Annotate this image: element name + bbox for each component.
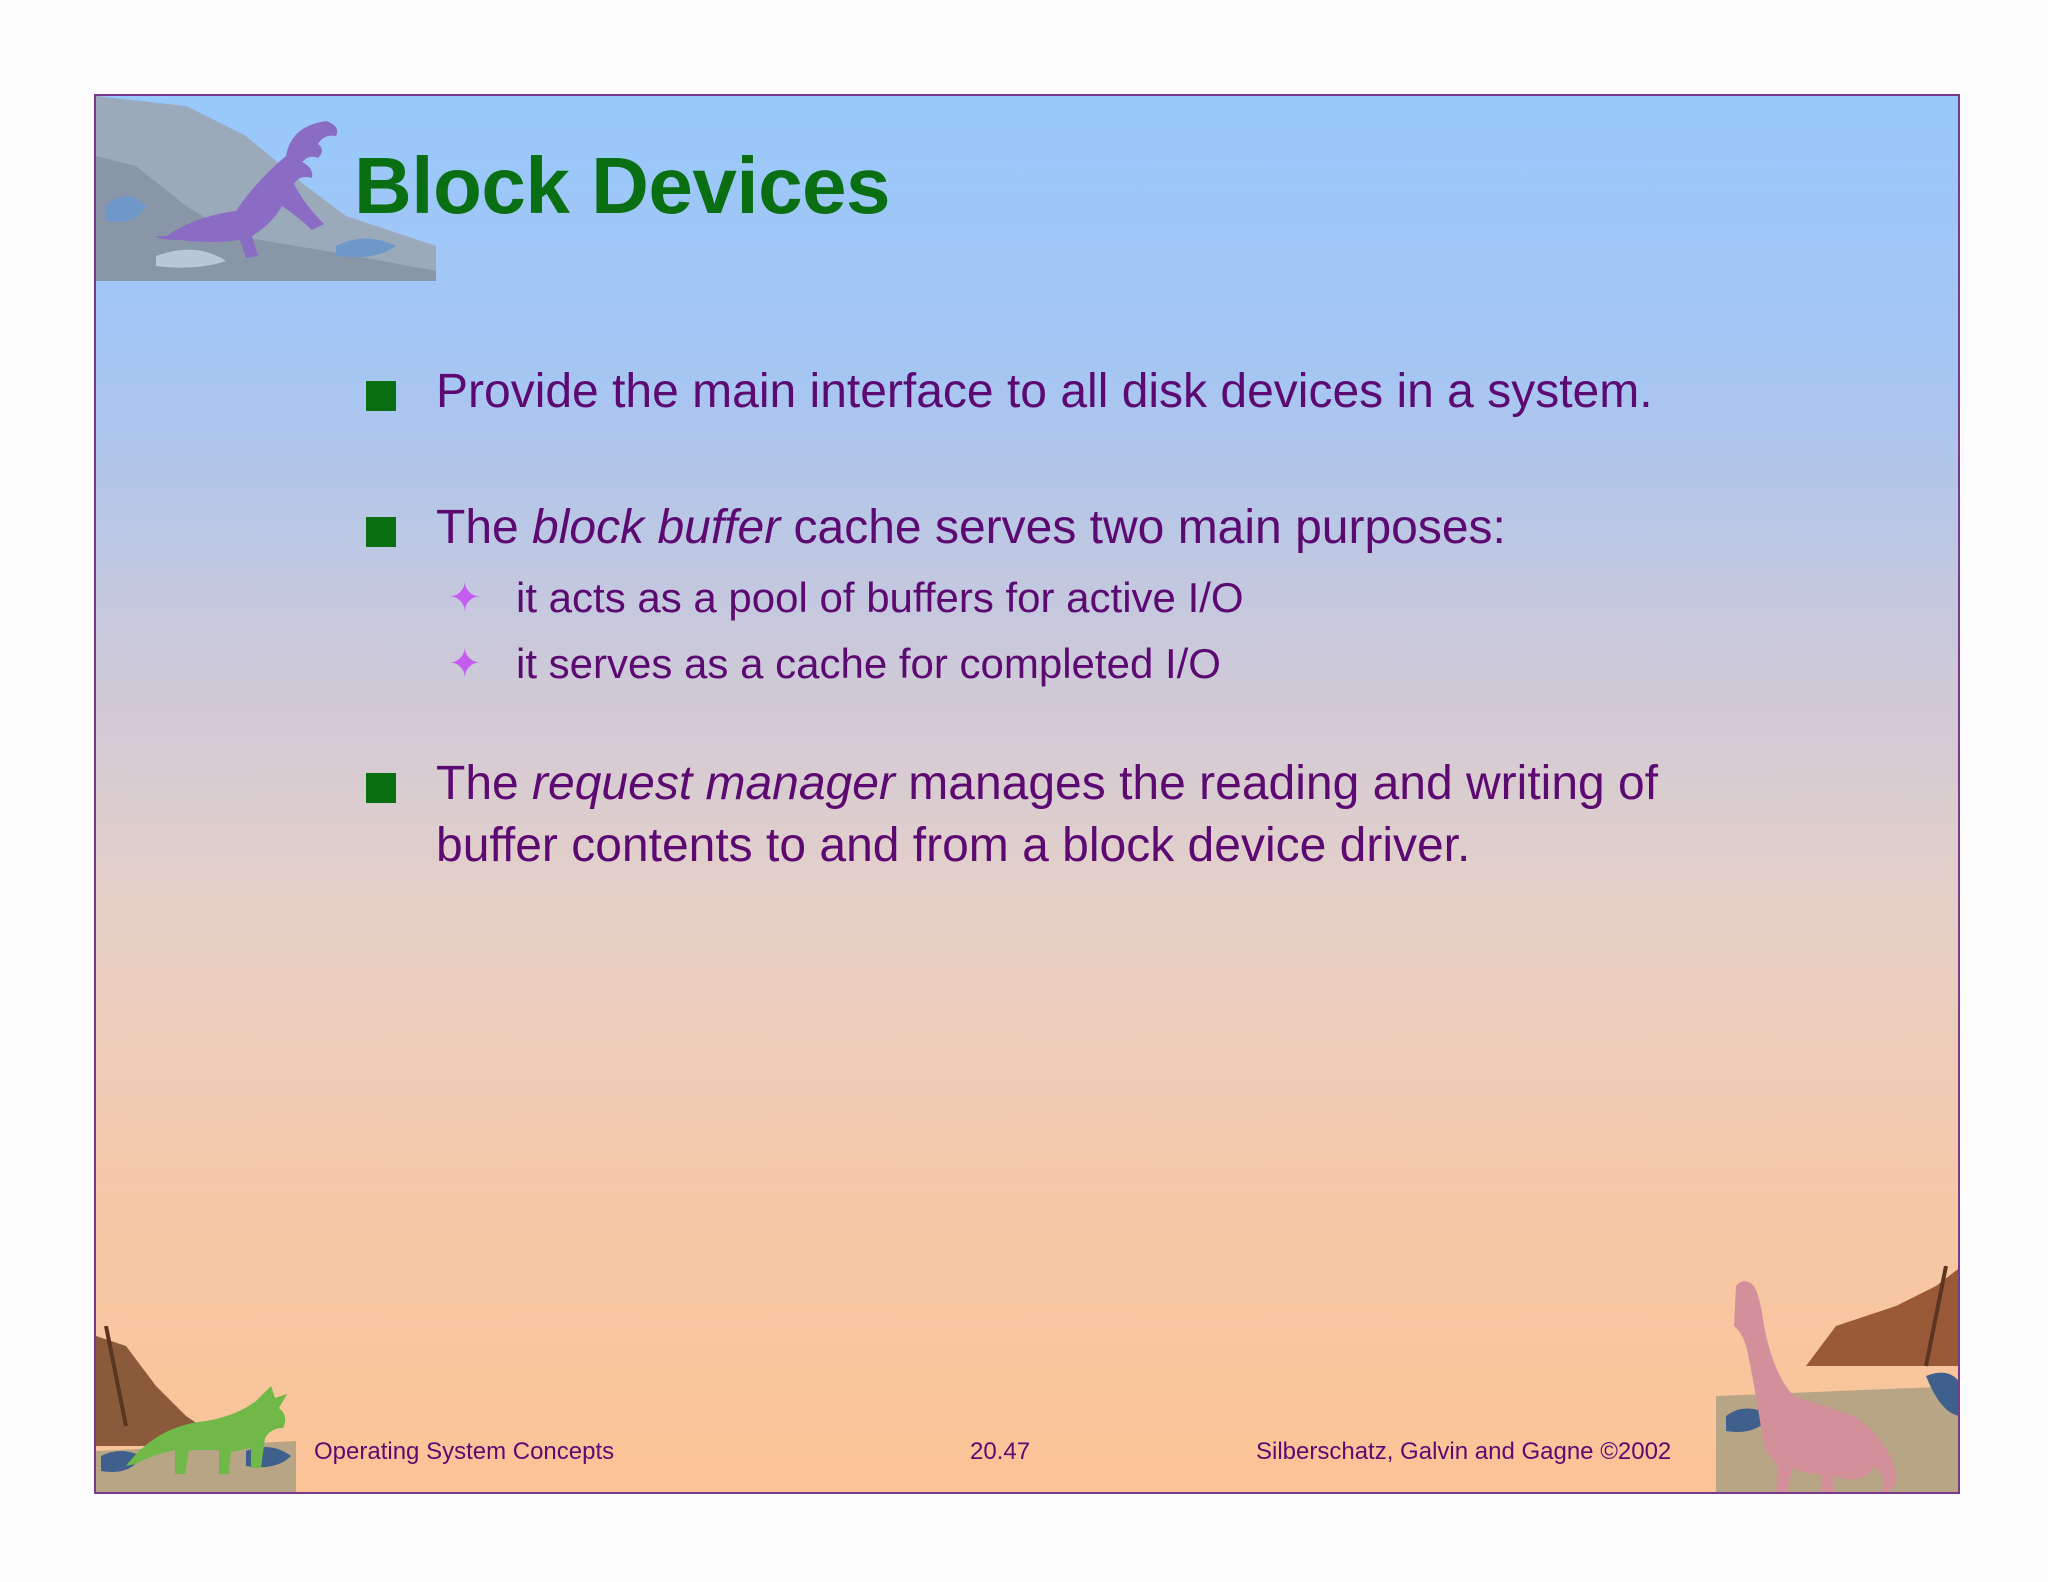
bullet-item: The request manager manages the reading … bbox=[366, 753, 1926, 877]
slide-title: Block Devices bbox=[354, 141, 891, 230]
footer-page-number: 20.47 bbox=[970, 1438, 1031, 1465]
bullet-list: Provide the main interface to all disk d… bbox=[366, 361, 1926, 877]
bullet-text-pre: The bbox=[436, 757, 533, 810]
sub-bullet-item: ✦ it serves as a cache for completed I/O bbox=[366, 631, 1926, 697]
brontosaurus-illustration bbox=[1716, 1266, 1958, 1492]
bullet-text-post: manages the reading and writing of bbox=[894, 757, 1659, 810]
triceratops-illustration bbox=[96, 1326, 296, 1492]
four-point-star-icon: ✦ bbox=[448, 642, 482, 686]
square-bullet-icon bbox=[366, 381, 396, 411]
sub-bullet-item: ✦ it acts as a pool of buffers for activ… bbox=[366, 565, 1926, 631]
bullet-item: Provide the main interface to all disk d… bbox=[366, 361, 1926, 423]
bullet-text-line2: buffer contents to and from a block devi… bbox=[436, 819, 1471, 872]
slide: Block Devices Provide the main interface… bbox=[94, 94, 1960, 1494]
bullet-term: block buffer bbox=[532, 501, 781, 554]
bullet-text: Provide the main interface to all disk d… bbox=[436, 365, 1653, 418]
sub-bullet-text: it acts as a pool of buffers for active … bbox=[516, 574, 1244, 621]
bullet-text-pre: The bbox=[436, 501, 533, 554]
square-bullet-icon bbox=[366, 773, 396, 803]
footer-course-title: Operating System Concepts bbox=[314, 1438, 615, 1465]
bullet-term: request manager bbox=[532, 757, 895, 810]
bullet-item: The block buffer cache serves two main p… bbox=[366, 497, 1926, 559]
four-point-star-icon: ✦ bbox=[448, 576, 482, 620]
sub-bullet-text: it serves as a cache for completed I/O bbox=[516, 640, 1221, 687]
footer-copyright: Silberschatz, Galvin and Gagne ©2002 bbox=[1256, 1438, 1672, 1465]
trex-mountain-illustration bbox=[96, 96, 436, 281]
bullet-text-post: cache serves two main purposes: bbox=[780, 501, 1506, 554]
square-bullet-icon bbox=[366, 517, 396, 547]
